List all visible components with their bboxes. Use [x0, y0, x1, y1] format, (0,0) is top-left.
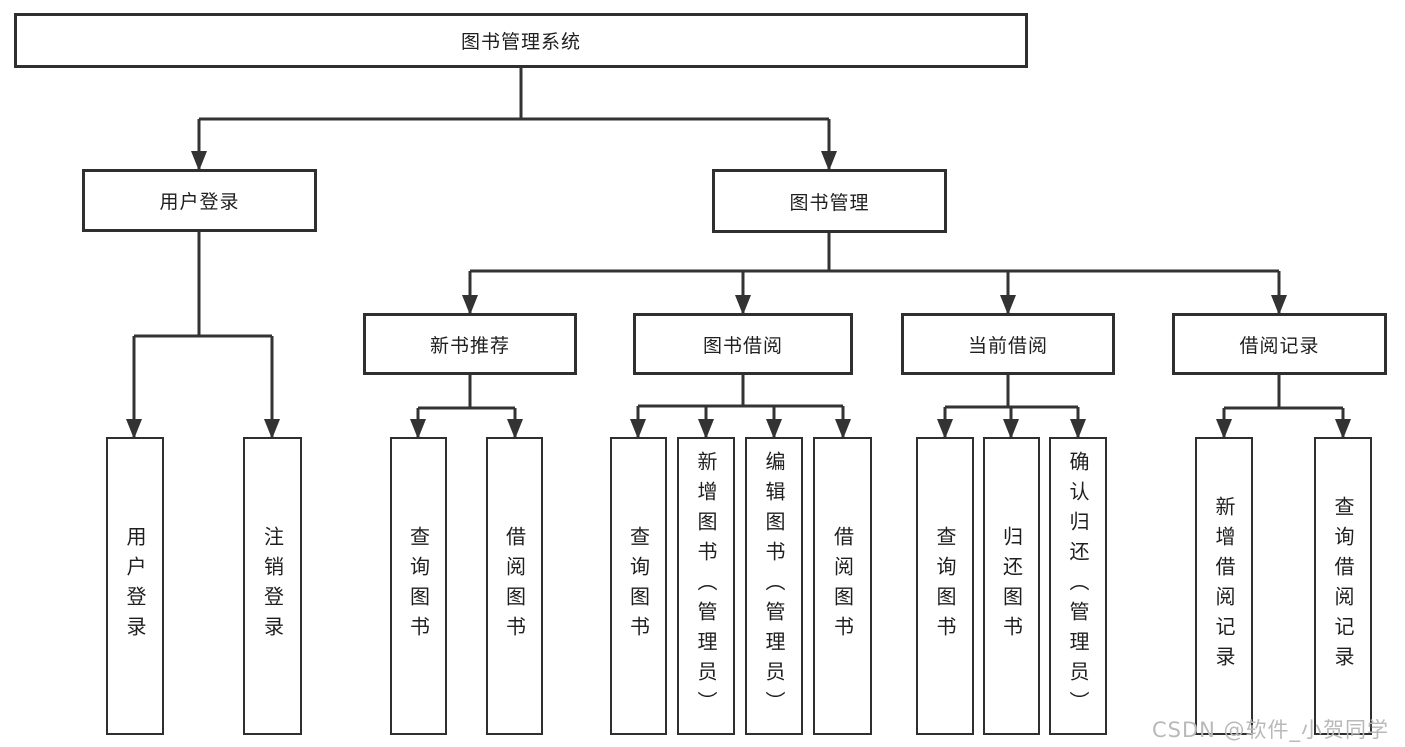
leaf-add-books-admin: 新增图书（管理员） [677, 437, 735, 735]
arrow-icon [1216, 419, 1232, 439]
connector-book-management [468, 233, 1281, 313]
connector-new-books [416, 375, 517, 437]
arrow-icon [1070, 419, 1086, 439]
leaf-query-books-new: 查询图书 [390, 437, 447, 735]
connector-root [197, 66, 831, 169]
leaf-add-borrow-record: 新增借阅记录 [1195, 437, 1253, 735]
section-current-borrow: 当前借阅 [901, 313, 1115, 375]
section-new-books: 新书推荐 [363, 313, 577, 375]
connector-book-borrow [636, 375, 845, 437]
arrow-icon [1003, 419, 1019, 439]
arrow-icon [1271, 295, 1287, 315]
leaf-query-borrow-record: 查询借阅记录 [1314, 437, 1372, 735]
arrow-icon [191, 151, 207, 171]
arrow-icon [735, 295, 751, 315]
leaf-logout: 注销登录 [243, 437, 302, 735]
section-book-borrow: 图书借阅 [633, 313, 853, 375]
csdn-watermark: CSDN @软件_小贺同学 [1152, 718, 1390, 742]
leaf-user-login: 用户登录 [106, 437, 164, 735]
arrow-icon [698, 419, 714, 439]
root-box-system-title: 图书管理系统 [14, 13, 1028, 68]
leaf-edit-books-admin: 编辑图书（管理员） [745, 437, 803, 735]
arrow-icon [766, 419, 782, 439]
arrow-icon [126, 419, 142, 439]
arrow-icon [507, 419, 523, 439]
leaf-borrow-books-new: 借阅图书 [486, 437, 543, 735]
leaf-confirm-return-admin: 确认归还（管理员） [1049, 437, 1107, 735]
leaf-query-books-borrow: 查询图书 [610, 437, 667, 735]
arrow-icon [821, 151, 837, 171]
connector-borrow-records [1222, 375, 1345, 437]
connector-user-login [132, 232, 274, 437]
leaf-borrow-books-borrow: 借阅图书 [813, 437, 872, 735]
arrow-icon [937, 419, 953, 439]
arrow-icon [835, 419, 851, 439]
leaf-return-books: 归还图书 [983, 437, 1040, 735]
arrow-icon [1000, 295, 1016, 315]
arrow-icon [630, 419, 646, 439]
arrow-icon [1335, 419, 1351, 439]
arrow-icon [462, 295, 478, 315]
arrow-icon [410, 419, 426, 439]
branch-book-management: 图书管理 [712, 169, 947, 233]
branch-user-login: 用户登录 [82, 169, 317, 232]
arrow-icon [264, 419, 280, 439]
leaf-query-books-current: 查询图书 [916, 437, 974, 735]
section-borrow-records: 借阅记录 [1172, 313, 1387, 375]
